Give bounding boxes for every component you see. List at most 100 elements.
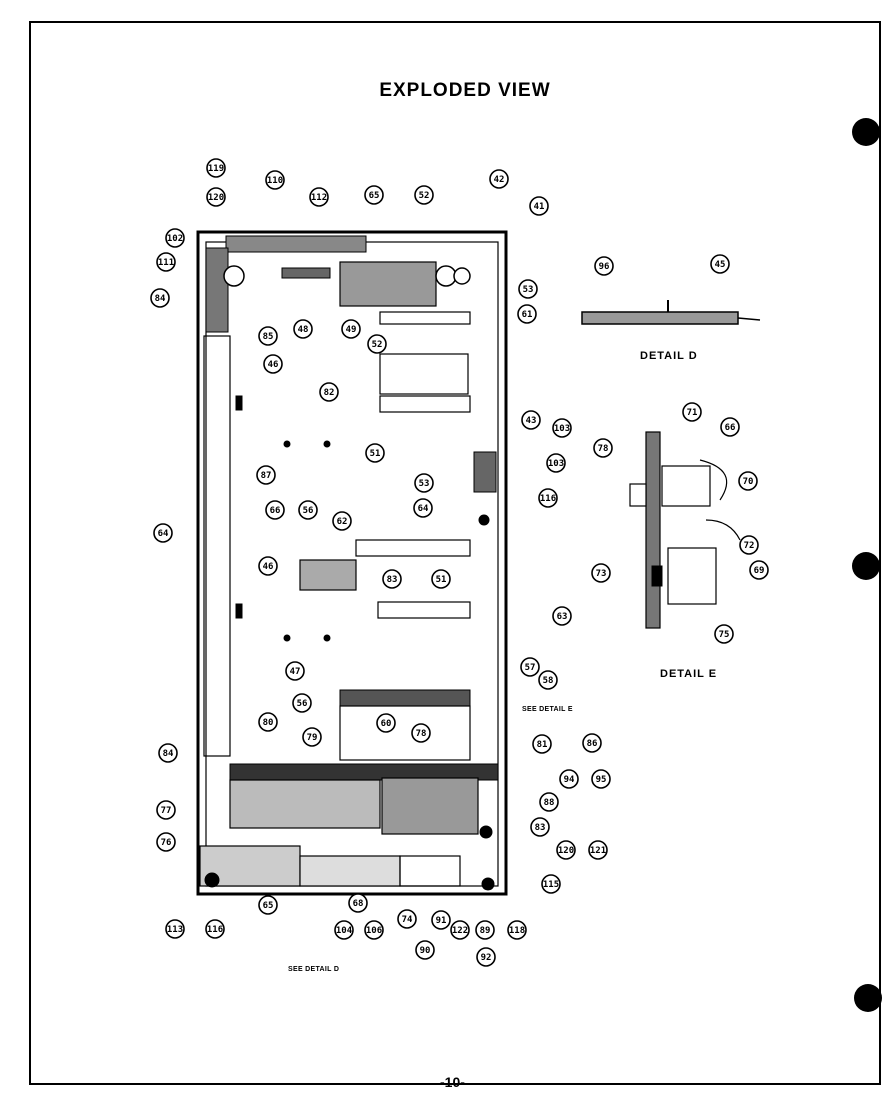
callout-circle: [332, 511, 352, 531]
callout-circle: [520, 657, 540, 677]
part-callout: 118: [507, 920, 527, 940]
part-callout: 80: [258, 712, 278, 732]
callout-number: 70: [743, 477, 754, 487]
part-callout: 120: [206, 187, 226, 207]
part-callout: 41: [529, 196, 549, 216]
callout-circle: [292, 693, 312, 713]
part-callout: 88: [539, 792, 559, 812]
callout-circle: [334, 920, 354, 940]
part-callout: 82: [319, 382, 339, 402]
part-callout: 84: [158, 743, 178, 763]
part-callout: 46: [258, 556, 278, 576]
callout-number: 43: [526, 416, 537, 426]
callout-number: 53: [523, 285, 534, 295]
callout-circle: [298, 500, 318, 520]
callout-circle: [475, 920, 495, 940]
callout-circle: [365, 443, 385, 463]
page-frame: [29, 21, 881, 1085]
part-callout: 103: [552, 418, 572, 438]
part-callout: 74: [397, 909, 417, 929]
callout-number: 79: [307, 733, 318, 743]
callout-circle: [411, 723, 431, 743]
callout-circle: [382, 569, 402, 589]
callout-circle: [529, 196, 549, 216]
callout-circle: [341, 319, 361, 339]
callout-number: 94: [564, 775, 575, 785]
callout-number: 51: [436, 575, 447, 585]
part-callout: 120: [556, 840, 576, 860]
callout-number: 87: [261, 471, 272, 481]
callout-number: 72: [744, 541, 755, 551]
part-callout: 69: [749, 560, 769, 580]
part-callout: 83: [382, 569, 402, 589]
part-callout: 78: [593, 438, 613, 458]
callout-number: 102: [167, 234, 183, 244]
callout-circle: [710, 254, 730, 274]
callout-circle: [414, 473, 434, 493]
callout-number: 103: [548, 459, 564, 469]
callout-number: 66: [270, 506, 281, 516]
callout-number: 121: [590, 846, 606, 856]
part-callout: 53: [518, 279, 538, 299]
binding-hole: [852, 118, 880, 146]
callout-circle: [205, 919, 225, 939]
part-callout: 84: [150, 288, 170, 308]
callout-circle: [348, 893, 368, 913]
callout-circle: [538, 670, 558, 690]
callout-number: 77: [161, 806, 172, 816]
callout-circle: [682, 402, 702, 422]
callout-number: 86: [587, 739, 598, 749]
part-callout: 58: [538, 670, 558, 690]
part-callout: 66: [265, 500, 285, 520]
part-callout: 92: [476, 947, 496, 967]
part-callout: 89: [475, 920, 495, 940]
callout-number: 111: [158, 258, 174, 268]
callout-number: 62: [337, 517, 348, 527]
callout-circle: [206, 158, 226, 178]
part-callout: 122: [450, 920, 470, 940]
callout-number: 52: [372, 340, 383, 350]
part-callout: 77: [156, 800, 176, 820]
part-callout: 68: [348, 893, 368, 913]
callout-circle: [156, 252, 176, 272]
callout-circle: [364, 185, 384, 205]
part-callout: 113: [165, 919, 185, 939]
see-detail-e-note: SEE DETAIL E: [522, 706, 573, 713]
part-callout: 57: [520, 657, 540, 677]
callout-number: 68: [353, 899, 364, 909]
part-callout: 46: [263, 354, 283, 374]
part-callout: 103: [546, 453, 566, 473]
part-callout: 51: [431, 569, 451, 589]
part-callout: 78: [411, 723, 431, 743]
callout-number: 96: [599, 262, 610, 272]
part-callout: 106: [364, 920, 384, 940]
part-callout: 95: [591, 769, 611, 789]
callout-circle: [265, 500, 285, 520]
part-callout: 56: [292, 693, 312, 713]
callout-circle: [518, 279, 538, 299]
part-callout: 43: [521, 410, 541, 430]
callout-number: 78: [416, 729, 427, 739]
callout-circle: [309, 187, 329, 207]
callout-circle: [539, 792, 559, 812]
callout-circle: [376, 713, 396, 733]
callout-number: 71: [687, 408, 698, 418]
callout-circle: [532, 734, 552, 754]
part-callout: 81: [532, 734, 552, 754]
callout-number: 91: [436, 916, 447, 926]
part-callout: 83: [530, 817, 550, 837]
callout-circle: [714, 624, 734, 644]
callout-circle: [258, 326, 278, 346]
part-callout: 94: [559, 769, 579, 789]
callout-circle: [530, 817, 550, 837]
part-callout: 121: [588, 840, 608, 860]
part-callout: 87: [256, 465, 276, 485]
callout-number: 95: [596, 775, 607, 785]
callout-circle: [552, 606, 572, 626]
part-callout: 119: [206, 158, 226, 178]
callout-circle: [588, 840, 608, 860]
callout-number: 83: [535, 823, 546, 833]
callout-circle: [158, 743, 178, 763]
callout-circle: [364, 920, 384, 940]
callout-number: 90: [420, 946, 431, 956]
